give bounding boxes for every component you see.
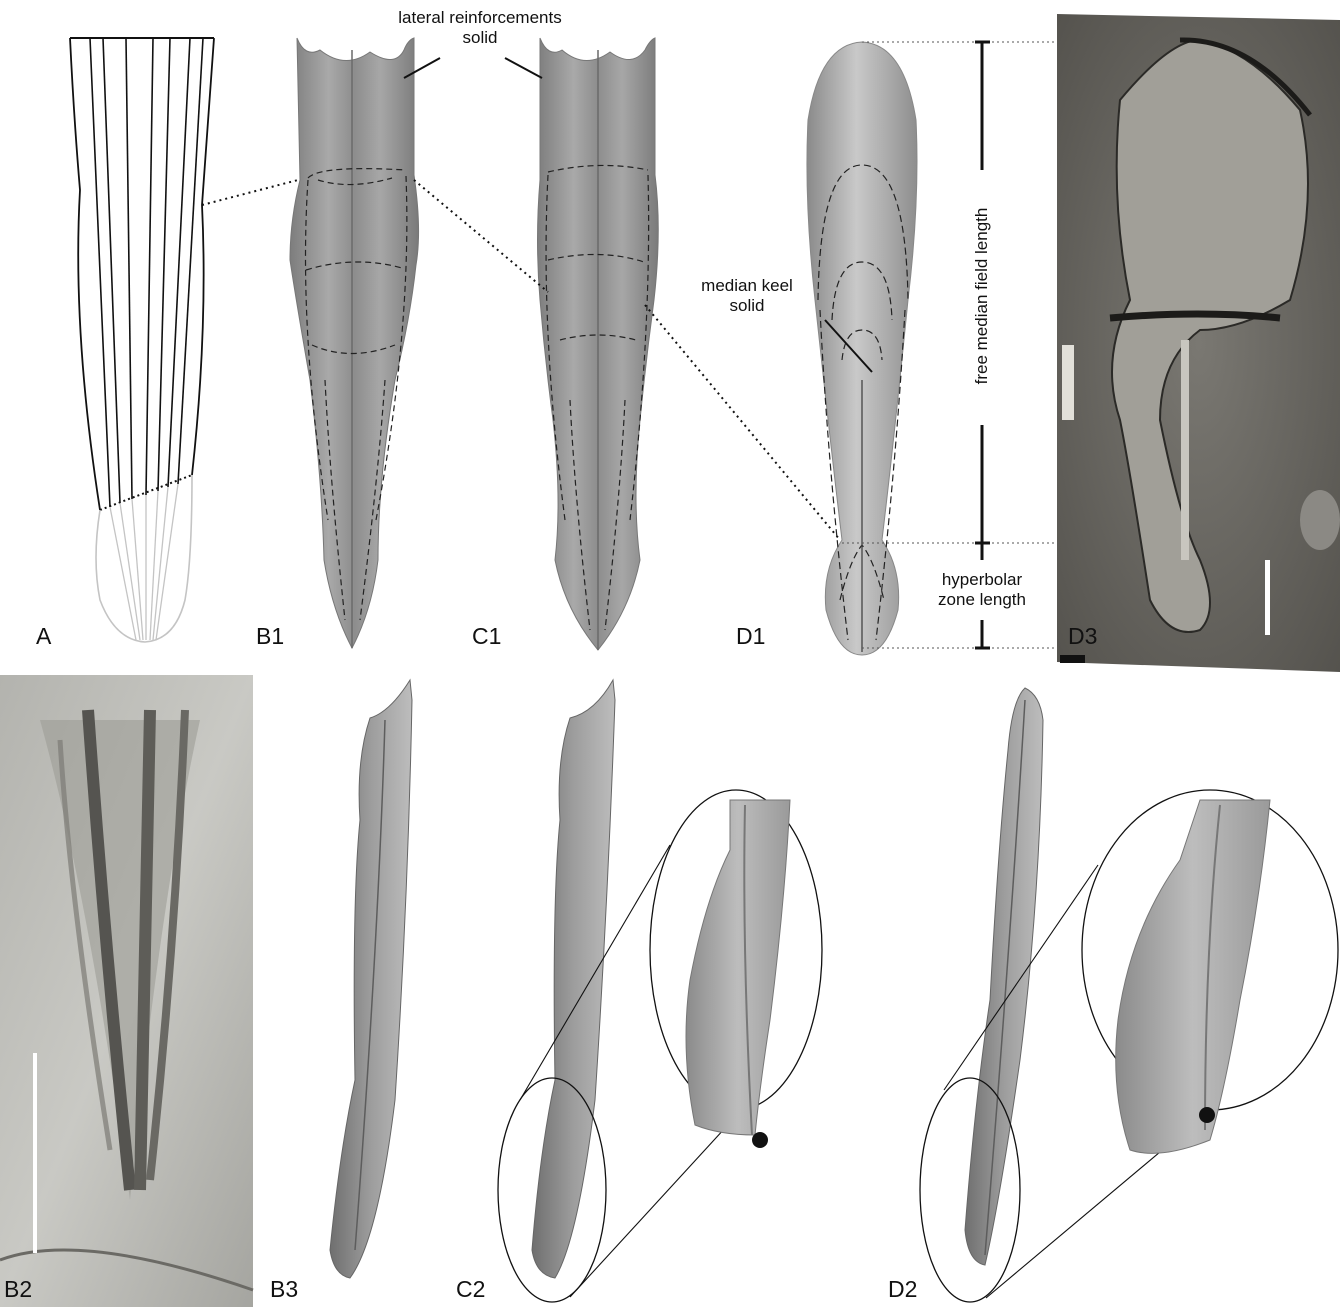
- annotation-hyperbolar-zone-length: hyperbolar zone length: [922, 570, 1042, 611]
- panel-b2-photo: [0, 675, 253, 1307]
- panel-a-drawing: [70, 38, 298, 642]
- annotation-lateral-reinforcements: lateral reinforcements solid: [360, 8, 600, 49]
- panel-b1-model: [290, 38, 440, 648]
- panel-d3-photo: [1057, 14, 1340, 672]
- panel-label-d1: D1: [736, 625, 765, 648]
- panel-label-b2: B2: [4, 1278, 32, 1301]
- panel-label-b1: B1: [256, 625, 284, 648]
- panel-d1-model: [807, 42, 917, 655]
- panel-label-d3: D3: [1068, 625, 1097, 648]
- annotation-median-line2: solid: [682, 296, 812, 316]
- annotation-median-line1: median keel: [682, 276, 812, 296]
- panel-label-c2: C2: [456, 1278, 485, 1301]
- annotation-median-keel: median keel solid: [682, 276, 812, 317]
- panel-c2-model: [498, 680, 822, 1302]
- panel-c1-model: [414, 38, 840, 650]
- panel-label-b3: B3: [270, 1278, 298, 1301]
- annotation-hyperbolar-line1: hyperbolar: [922, 570, 1042, 590]
- panel-b3-model: [330, 680, 412, 1278]
- panel-label-d2: D2: [888, 1278, 917, 1301]
- annotation-hyperbolar-line2: zone length: [922, 590, 1042, 610]
- annotation-lateral-line1: lateral reinforcements: [360, 8, 600, 28]
- panel-label-c1: C1: [472, 625, 501, 648]
- panel-d2-model: [920, 688, 1338, 1302]
- panel-label-a: A: [36, 625, 51, 648]
- annotation-lateral-line2: solid: [360, 28, 600, 48]
- annotation-free-median-field-length: free median field length: [972, 196, 992, 396]
